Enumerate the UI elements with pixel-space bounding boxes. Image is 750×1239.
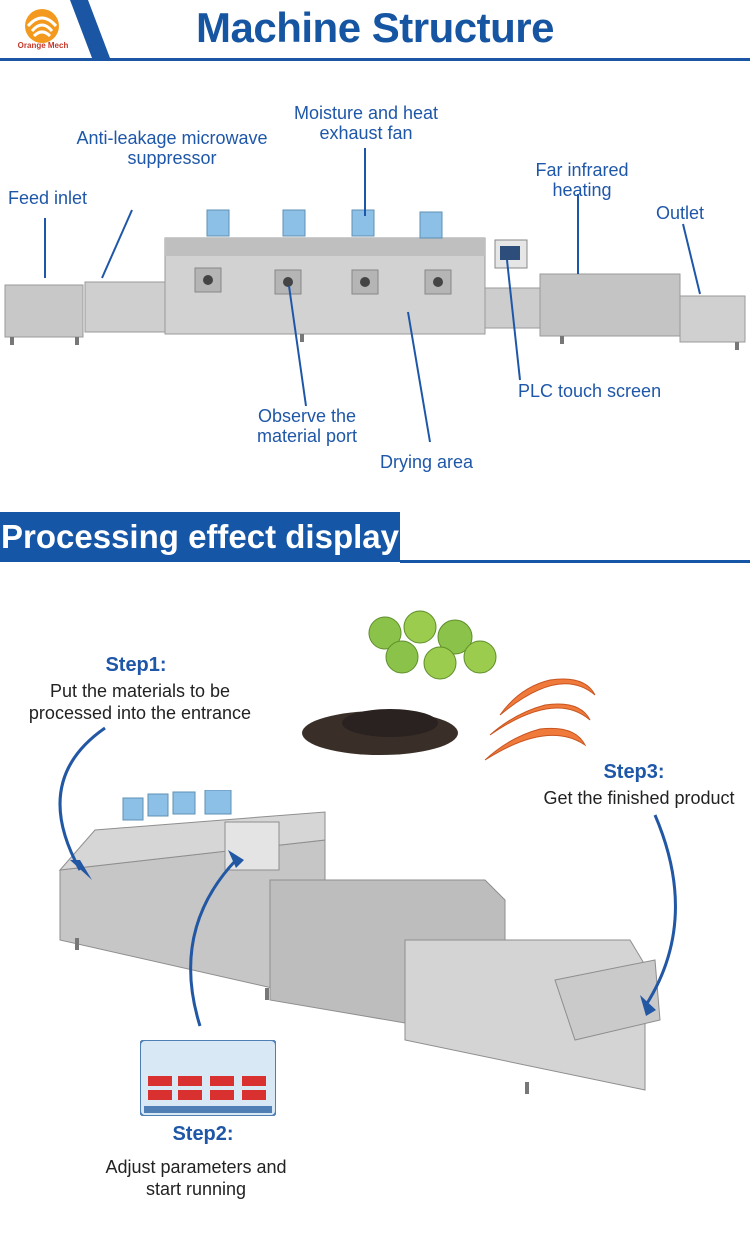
step1-line2: processed into the entrance (28, 703, 252, 723)
processing-line-illustration (58, 790, 661, 1094)
microwave-dryer-machine-illustration (4, 209, 746, 350)
label-pointer-lines (44, 148, 701, 443)
step1-line1: Put the materials to be (49, 681, 231, 701)
header-corner-accent (70, 0, 110, 58)
label-plc-touch-screen: PLC touch screen (518, 381, 662, 401)
section-title: Processing effect display (1, 518, 399, 555)
label-drying-area: Drying area (380, 452, 474, 472)
label-suppressor-line1: Anti-leakage microwave (76, 128, 268, 148)
label-observe-line2: material port (256, 426, 358, 446)
step1-title: Step1: (105, 654, 167, 676)
step2-line1: Adjust parameters and (105, 1157, 287, 1177)
section-header-underline (400, 560, 750, 563)
orange-mech-logo-icon (25, 9, 59, 43)
header-underline (0, 58, 750, 61)
tea-leaves-icon (302, 709, 458, 755)
header-title-background (96, 0, 750, 58)
page-title: Machine Structure (196, 4, 554, 51)
label-infrared-line1: Far infrared (535, 160, 629, 180)
arrow-head-icon (640, 995, 656, 1016)
step2-line2: start running (145, 1179, 247, 1199)
label-outlet: Outlet (656, 203, 705, 223)
label-infrared-line2: heating (552, 180, 612, 200)
arrow-head-icon (228, 850, 244, 868)
dried-shrimp-icon (484, 678, 596, 761)
label-exhaust-fan-line1: Moisture and heat (293, 103, 439, 123)
label-feed-inlet: Feed inlet (8, 188, 88, 208)
plc-screen-image (140, 1040, 276, 1116)
kiwi-slices-icon (368, 610, 497, 680)
label-suppressor-line2: suppressor (127, 148, 217, 168)
dried-products-illustration (302, 610, 596, 761)
step2-title: Step2: (172, 1123, 234, 1145)
section-header-band (0, 512, 400, 562)
logo-text: Orange Mech (17, 41, 69, 50)
label-exhaust-fan-line2: exhaust fan (319, 123, 413, 143)
step3-line1: Get the finished product (543, 788, 735, 808)
step-arrows (58, 726, 677, 1027)
label-observe-line1: Observe the (257, 406, 357, 426)
step3-title: Step3: (603, 761, 665, 783)
arrow-head-icon (70, 860, 92, 880)
